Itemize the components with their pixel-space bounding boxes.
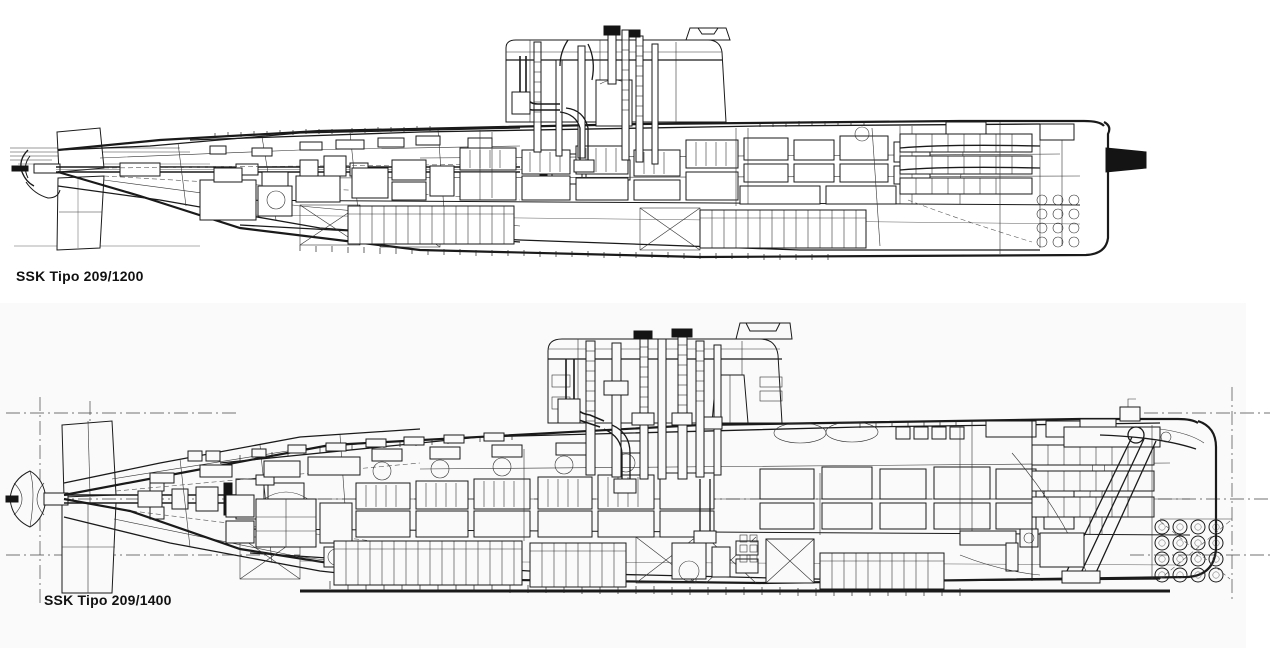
battery-compartment-forward	[699, 209, 867, 249]
bow-sonar-array-1200	[1036, 194, 1080, 248]
bow-compartment-lines	[871, 122, 1033, 254]
battery-cells-bow	[819, 552, 945, 590]
deck-fittings-1400	[251, 432, 505, 458]
frame-tick-marks-deck	[214, 121, 865, 138]
lower-stern-plane	[56, 175, 105, 251]
torpedo-handling-gear	[959, 528, 1085, 576]
caption-lower: SSK Tipo 209/1400	[44, 592, 172, 608]
deck-fittings-1200	[209, 123, 1075, 157]
sail-structure-1400	[547, 322, 793, 424]
main-electric-motor-1400	[225, 474, 353, 568]
torpedo-loading-rails	[1011, 426, 1157, 584]
bow-compartment-lines-1400	[1031, 421, 1232, 581]
control-room-1400	[759, 466, 1075, 530]
lower-stern-plane-1400	[61, 502, 117, 594]
submarine-profile-1200	[10, 25, 1147, 260]
torpedo-tubes-1200	[899, 130, 1063, 248]
battery-cells-aft	[333, 540, 523, 586]
snorkel-induction-pipe-1400	[557, 359, 717, 544]
stern-reference-lines	[10, 147, 210, 247]
bow-sonar-cap	[1105, 147, 1147, 173]
torpedo-stowage-racks	[899, 121, 1033, 195]
diesel-generator-sets-1400	[355, 440, 715, 538]
diagram-panel-upper: SSK Tipo 209/1200	[0, 0, 1280, 300]
propeller-assembly-1400	[5, 470, 69, 528]
main-electric-motor	[199, 155, 455, 221]
upper-rudder-1400	[61, 420, 117, 498]
propeller-assembly	[11, 149, 61, 199]
bow-upper-casing	[1099, 428, 1205, 450]
diesel-generator-sets	[459, 137, 739, 201]
torpedo-stowage-racks-1400	[1031, 418, 1161, 518]
bow-sonar-array-1400	[1154, 519, 1224, 583]
auxiliary-machinery	[671, 534, 815, 584]
battery-compartment-aft	[347, 205, 515, 245]
submarine-profile-1400	[5, 322, 1270, 603]
machinery-hatching	[365, 477, 639, 507]
caption-upper: SSK Tipo 209/1200	[16, 268, 144, 284]
frame-tick-marks-keel	[299, 245, 829, 260]
battery-cells-forward	[529, 542, 627, 588]
periscopes-and-masts-1400	[585, 328, 723, 480]
aft-switchboards	[149, 450, 361, 484]
periscopes-and-masts-1200	[533, 25, 659, 165]
snorkel-induction-pipe	[511, 56, 595, 173]
diagram-panel-lower: SSK Tipo 209/1400	[0, 303, 1270, 648]
